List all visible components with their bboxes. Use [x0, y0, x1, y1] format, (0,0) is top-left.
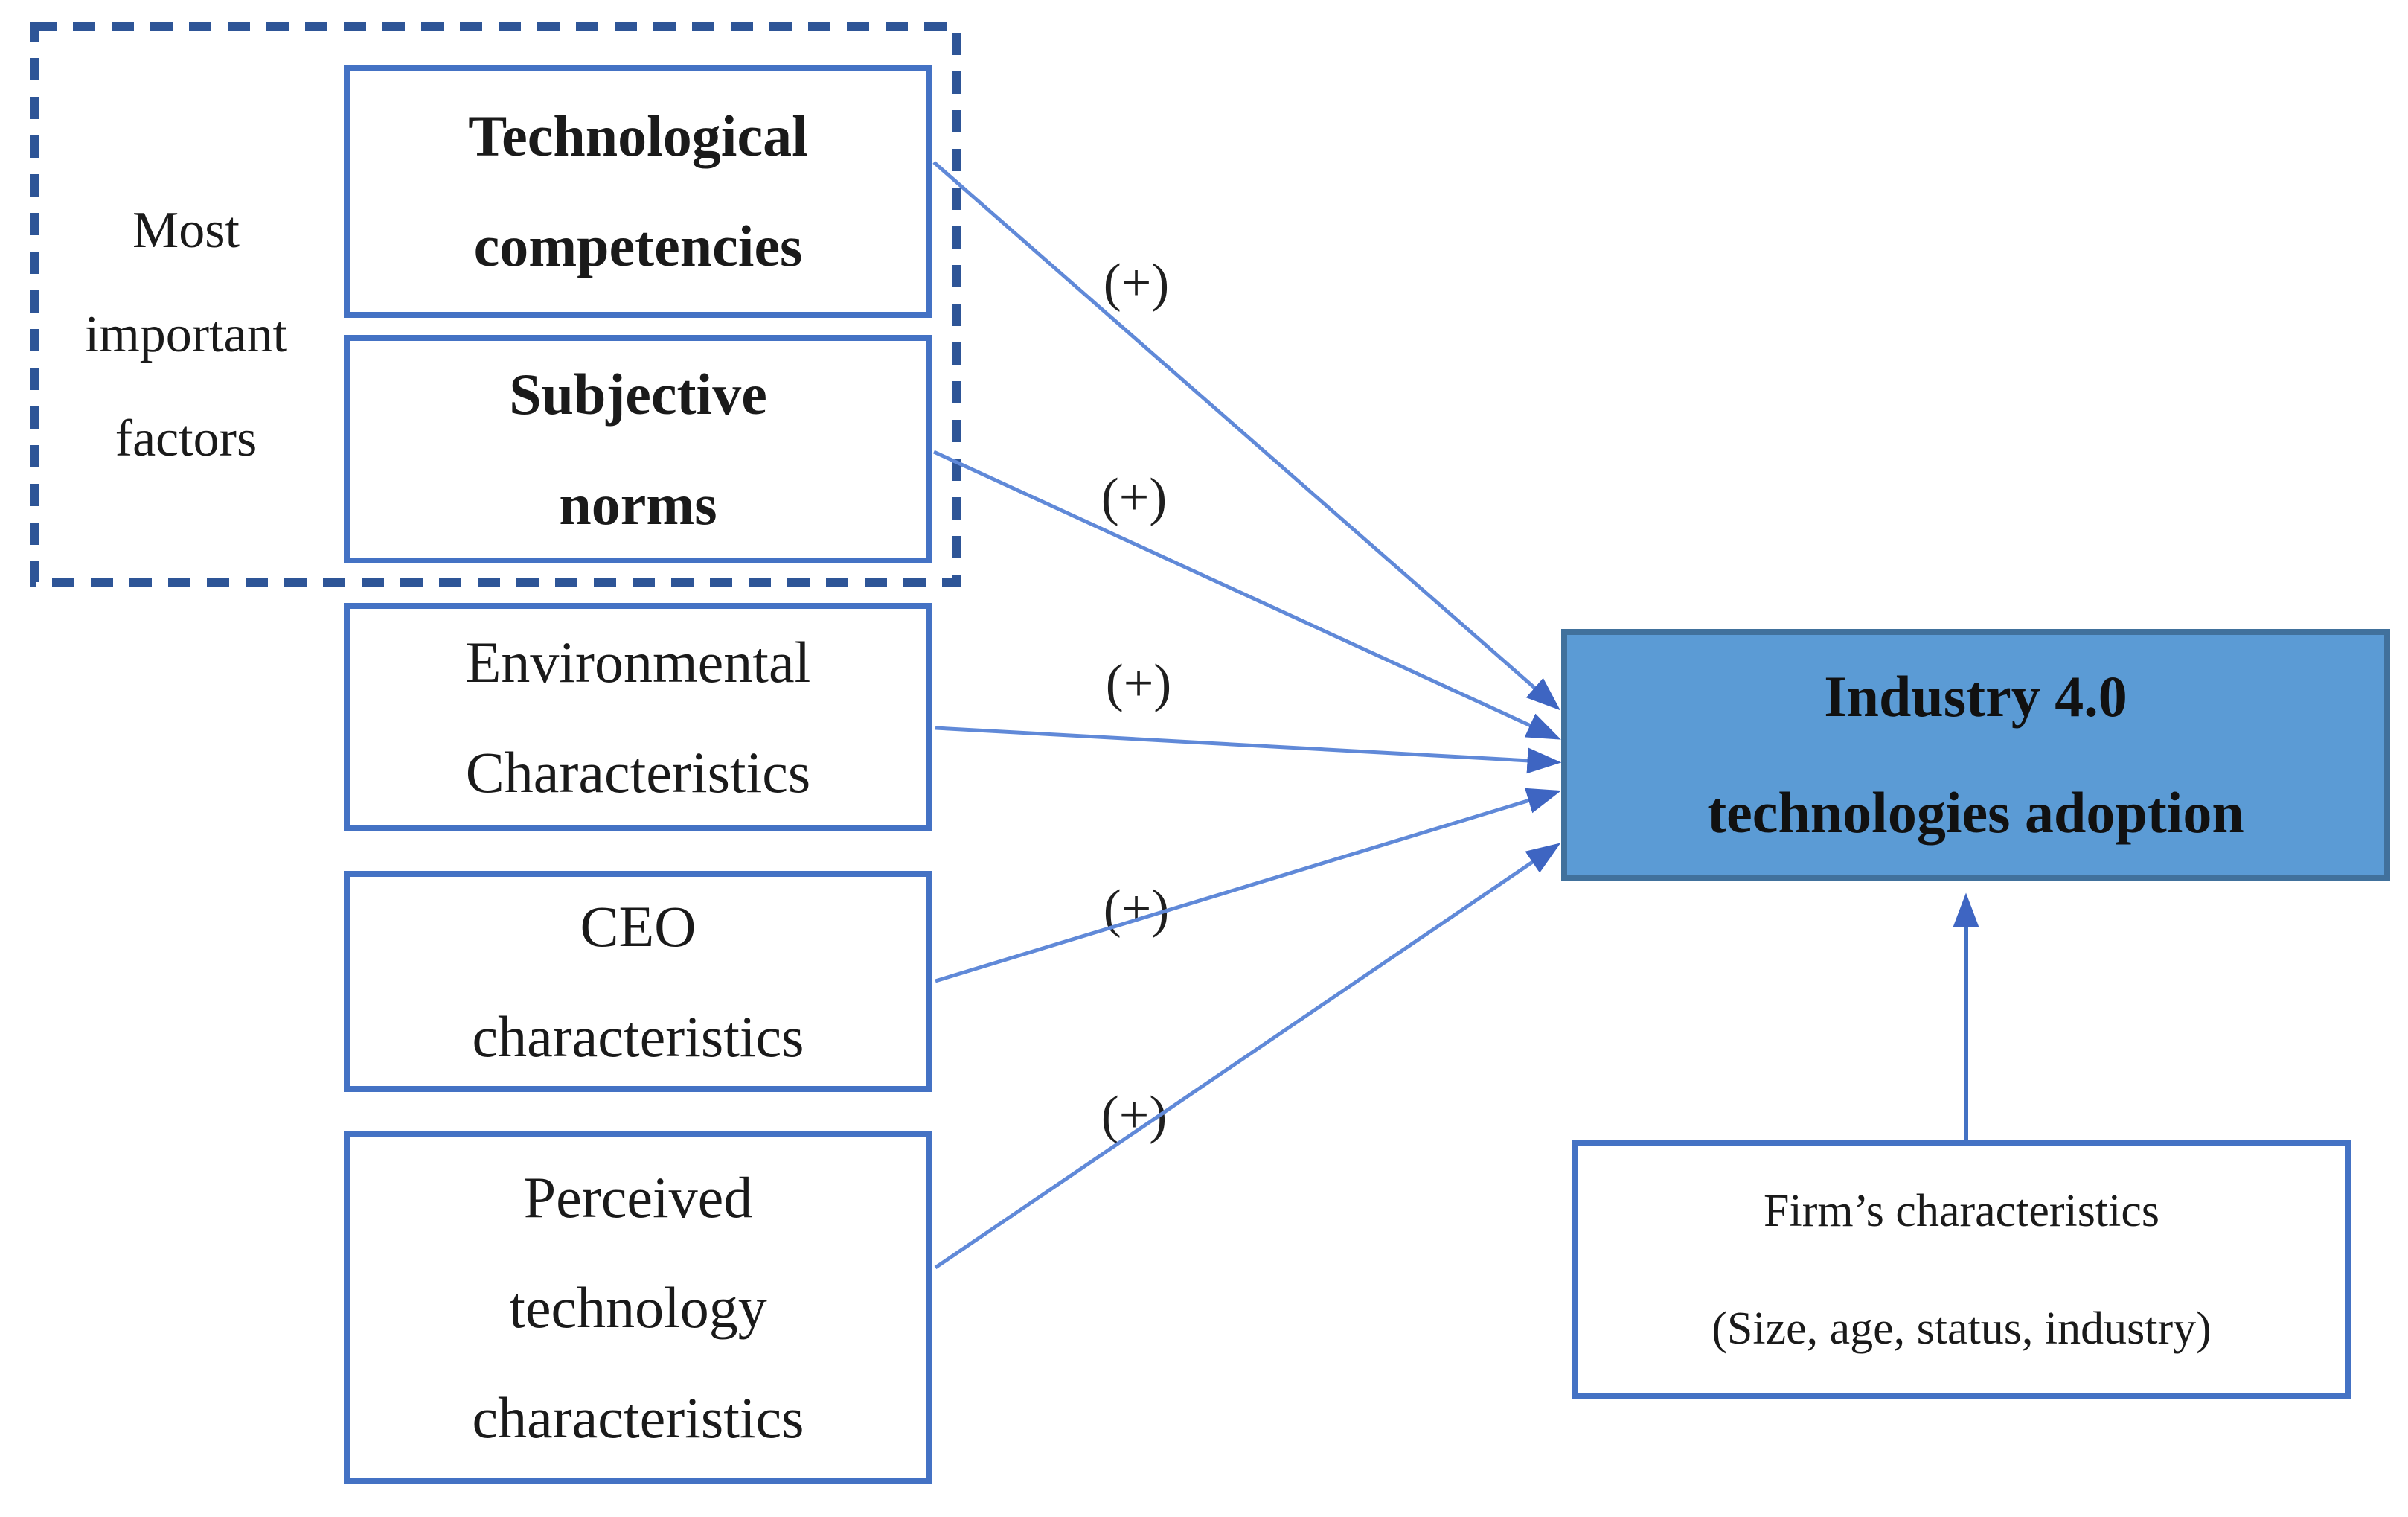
outcome-box-industry-4-0-technologies-adoption: Industry 4.0 technologies adoption — [1561, 629, 2390, 881]
factor-box-environmental-characteristics: Environmental Characteristics — [344, 603, 932, 831]
arrow-ceo-to-adoption — [935, 788, 1562, 983]
group-label-line: factors — [115, 410, 257, 467]
moderator-box-firm-characteristics: Firm’s characteristics (Size, age, statu… — [1572, 1140, 2351, 1399]
moderator-box-label-line: (Size, age, status, industry) — [1711, 1303, 2212, 1354]
plus-sign-label-perceived: (+) — [1101, 1085, 1168, 1145]
factor-box-label-line: technology — [509, 1275, 767, 1340]
factor-box-label-line: Characteristics — [465, 739, 811, 805]
arrow-environmental-to-adoption — [935, 726, 1562, 774]
group-label-most-important-factors: Most important factors — [45, 179, 327, 491]
plus-sign-label-subjective: (+) — [1101, 467, 1168, 527]
group-label-line: Most — [132, 202, 240, 259]
arrow-technological-to-adoption — [932, 161, 1560, 711]
factor-box-perceived-technology-characteristics: Perceived technology characteristics — [344, 1131, 932, 1484]
factor-box-ceo-characteristics: CEO characteristics — [344, 871, 932, 1092]
moderator-box-label-line: Firm’s characteristics — [1764, 1186, 2159, 1236]
outcome-box-label-line: technologies adoption — [1707, 780, 2244, 845]
arrow-subjective-to-adoption — [932, 450, 1561, 740]
factor-box-label-line: characteristics — [472, 1385, 804, 1450]
factor-box-label-line: Environmental — [465, 629, 811, 694]
arrow-perceived-to-adoption — [934, 843, 1561, 1270]
plus-sign-label-technological: (+) — [1103, 252, 1170, 313]
factor-box-technological-competencies: Technological competencies — [344, 65, 932, 318]
factor-box-label-line: CEO — [580, 893, 697, 959]
group-label-line: important — [84, 306, 288, 363]
factor-box-label-line: Perceived — [523, 1165, 753, 1230]
factor-box-label-line: Technological — [468, 103, 808, 168]
plus-sign-label-ceo: (+) — [1103, 878, 1170, 939]
factor-box-label-line: competencies — [473, 214, 803, 278]
factor-box-subjective-norms: Subjective norms — [344, 335, 932, 563]
plus-sign-label-environmental: (+) — [1105, 653, 1172, 713]
factor-box-label-line: norms — [559, 471, 717, 537]
factor-box-label-line: characteristics — [472, 1003, 804, 1069]
outcome-box-label-line: Industry 4.0 — [1824, 664, 2127, 729]
factor-box-label-line: Subjective — [509, 361, 767, 427]
